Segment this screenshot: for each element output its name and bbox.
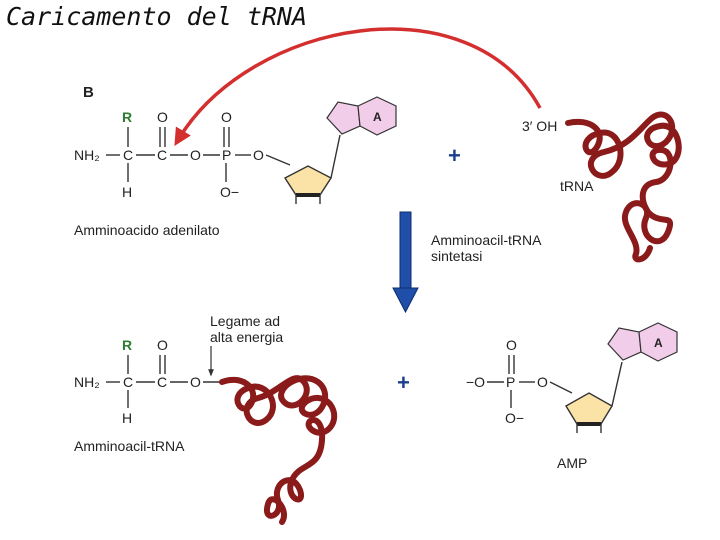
h: H <box>122 184 132 200</box>
amp-molecule: O −O P O O− A AMP <box>466 322 678 471</box>
amp-o-top: O <box>506 337 517 353</box>
slide-title: Caricamento del tRNA <box>6 2 308 31</box>
trna-top-strand <box>565 111 682 263</box>
adenylate-caption: Amminoacido adenilato <box>74 222 220 238</box>
amp-adenine-six-ring <box>638 322 678 362</box>
high-energy-bond-label-1: Legame ad <box>210 313 280 329</box>
o-bridge-2: O <box>253 147 264 163</box>
enzyme-label-line-1: Amminoacil-tRNA <box>431 232 542 248</box>
amp-o-right: O <box>537 374 548 390</box>
plus-bottom: + <box>397 370 410 395</box>
aminoacyl-adenylate: R O O NH₂ C C O P O H O− A Amminoacid <box>74 96 397 238</box>
trna-bottom-strand <box>219 375 338 525</box>
r-group: R <box>122 109 132 125</box>
adenine-six-ring <box>357 96 397 136</box>
trna-3-oh-label: 3′ OH <box>522 118 557 134</box>
adenine-label: A <box>373 110 382 124</box>
bond-o-ribose <box>265 154 291 166</box>
r-group-bottom: R <box>122 337 132 353</box>
o-minus: O− <box>220 184 239 200</box>
amp-adenine-label: A <box>654 336 663 350</box>
phosphorus: P <box>222 147 231 163</box>
amp-phosphorus: P <box>506 374 515 390</box>
o-phosphate-top: O <box>221 109 232 125</box>
amp-o-left: −O <box>466 374 485 390</box>
reaction-arrow-head <box>392 287 419 314</box>
nh2: NH₂ <box>74 147 100 163</box>
o-carbonyl: O <box>157 109 168 125</box>
c-alpha: C <box>123 147 133 163</box>
amp-ribose-base-bond <box>611 361 623 407</box>
c-carbonyl-bottom: C <box>157 374 167 390</box>
amp-bond-o-ribose <box>549 381 573 394</box>
panel-label: B <box>83 84 94 101</box>
red-transfer-arrow <box>174 27 542 146</box>
reaction-arrow <box>392 211 419 314</box>
amp-caption: AMP <box>557 455 587 471</box>
amp-ribose-ring <box>565 392 613 425</box>
amp-o-minus: O− <box>505 410 524 426</box>
ribose-ring <box>283 165 333 196</box>
reaction-arrow-shaft <box>399 211 412 289</box>
high-energy-bond-label-2: alta energia <box>210 329 283 345</box>
plus-top: + <box>448 143 461 168</box>
h-bottom: H <box>122 410 132 426</box>
o-carbonyl-bottom: O <box>157 337 168 353</box>
aminoacyl-trna-caption: Amminoacil-tRNA <box>74 438 185 454</box>
c-carbonyl: C <box>157 147 167 163</box>
aminoacyl-trna: Legame ad alta energia R O NH₂ C C O H A… <box>74 313 338 525</box>
trna-top-label: tRNA <box>560 178 594 194</box>
adenine-five-ring <box>326 101 361 135</box>
enzyme-label-line-2: sintetasi <box>431 248 482 264</box>
c-alpha-bottom: C <box>123 374 133 390</box>
ribose-base-bond <box>330 134 341 179</box>
o-ester-bottom: O <box>190 374 201 390</box>
o-bridge-1: O <box>190 147 201 163</box>
nh2-bottom: NH₂ <box>74 374 100 390</box>
amp-adenine-five-ring <box>607 327 642 361</box>
